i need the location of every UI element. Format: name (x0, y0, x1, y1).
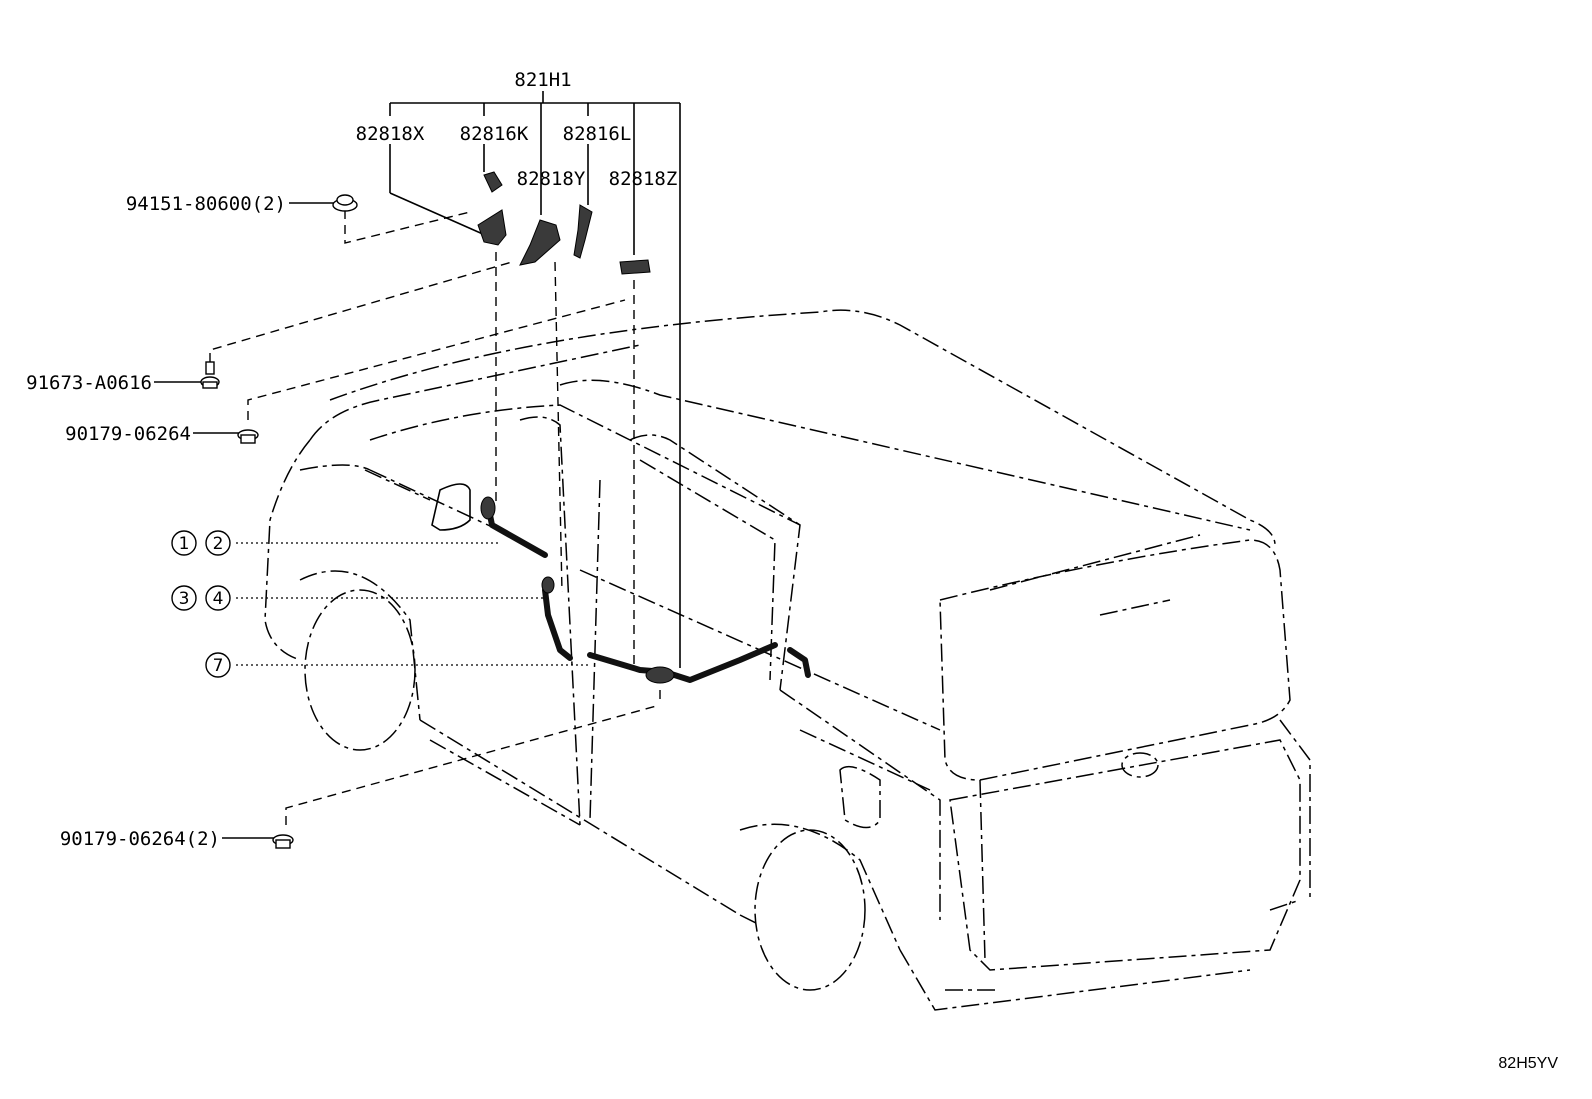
side-mirror (431, 483, 471, 531)
svg-text:3: 3 (179, 589, 190, 609)
grommet-94151-icon (332, 194, 358, 212)
part-label-82818X: 82818X (356, 123, 425, 145)
group-label: 821H1 (514, 69, 571, 91)
sheet-code: 82H5YV (1498, 1055, 1558, 1072)
bolt-91673-icon (200, 361, 220, 389)
assembly-lines (209, 210, 661, 825)
fastener-shapes (200, 194, 358, 849)
part-label-82816K: 82816K (460, 123, 529, 145)
callout-2: 2 (205, 530, 231, 556)
part-labels: 821H1 82818X 82816K 82816L 82818Y 82818Z… (26, 69, 677, 850)
connector-callouts: 1 2 3 4 7 (171, 530, 231, 678)
nut-90179-2-icon (272, 834, 294, 849)
svg-text:7: 7 (213, 656, 224, 676)
fastener-label-90179: 90179-06264 (65, 423, 191, 445)
vehicle-outline (264, 309, 1311, 1011)
part-82818Z-shape (619, 259, 651, 275)
part-82818X-shape (477, 209, 507, 246)
callout-7: 7 (205, 652, 231, 678)
part-label-82818Y: 82818Y (517, 168, 586, 190)
svg-text:4: 4 (213, 589, 224, 609)
fastener-label-91673: 91673-A0616 (26, 372, 152, 394)
connector-clip-1 (480, 496, 496, 520)
callout-1: 1 (171, 530, 197, 556)
fastener-label-94151: 94151-80600(2) (126, 193, 286, 215)
svg-text:1: 1 (179, 534, 190, 554)
part-82816K-shape (483, 171, 503, 193)
connector-clip-3 (541, 576, 555, 594)
part-illustrations (477, 171, 651, 275)
leader-lines (154, 91, 681, 839)
part-label-82818Z: 82818Z (609, 168, 678, 190)
part-label-82816L: 82816L (563, 123, 632, 145)
wire-harness (431, 483, 811, 684)
callout-leaders (236, 542, 590, 666)
callout-3: 3 (171, 585, 197, 611)
svg-text:2: 2 (213, 534, 224, 554)
callout-4: 4 (205, 585, 231, 611)
part-82818Y-shape (519, 219, 561, 266)
connector-clip-7 (645, 666, 675, 684)
part-82816L-shape (573, 204, 593, 259)
fastener-label-90179-2: 90179-06264(2) (60, 828, 220, 850)
nut-90179-icon (237, 429, 259, 444)
